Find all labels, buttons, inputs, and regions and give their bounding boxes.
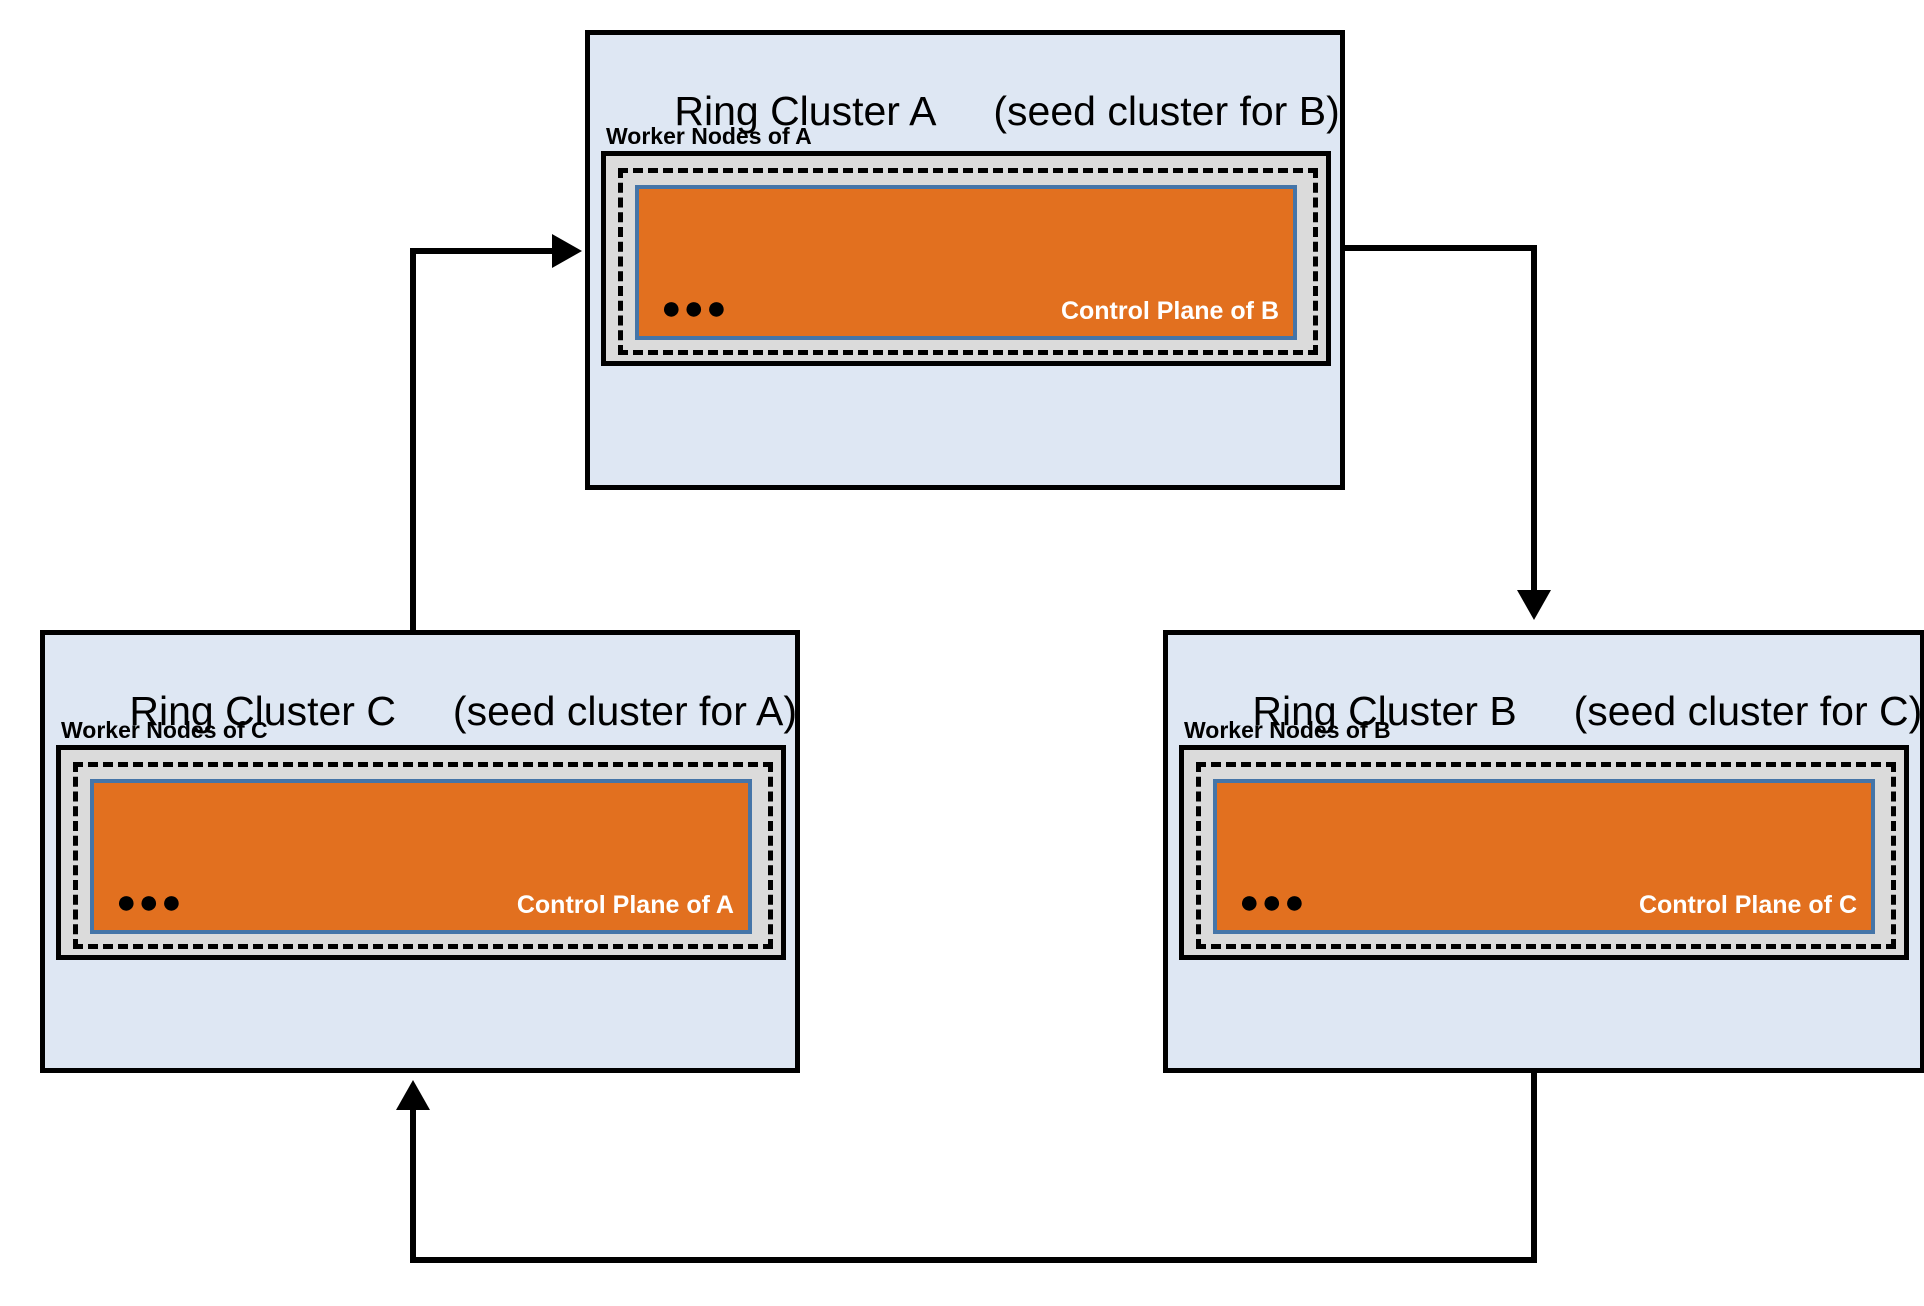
connector-b-to-c-vertical-right [1531,1073,1537,1263]
worker-node-boundary-b: ●●● Control Plane of C [1196,762,1896,949]
cluster-b-worker-label: Worker Nodes of B [1184,717,1391,743]
ring-cluster-c[interactable]: Ring Cluster C (seed cluster for A) Work… [40,630,800,1073]
connector-c-to-a-horizontal [410,248,555,254]
worker-node-group-b[interactable]: ●●● Control Plane of C [1179,745,1909,960]
worker-node-boundary-a: ●●● Control Plane of B [618,168,1318,355]
cluster-b-name: Ring Cluster B [1252,688,1517,735]
control-plane-c-label: Control Plane of C [1638,891,1857,919]
connector-b-to-c-vertical-left [410,1110,416,1263]
cluster-a-title: Ring Cluster A (seed cluster for B) [606,41,1340,182]
ring-cluster-a[interactable]: Ring Cluster A (seed cluster for B) Work… [585,30,1345,490]
cluster-a-title-gap [936,88,993,134]
cluster-b-title: Ring Cluster B (seed cluster for C) [1184,641,1922,782]
arrowhead-into-cluster-c [396,1080,430,1110]
ring-cluster-b[interactable]: Ring Cluster B (seed cluster for C) Work… [1163,630,1924,1073]
worker-node-group-a[interactable]: ●●● Control Plane of B [601,151,1331,366]
cluster-a-name: Ring Cluster A [674,88,937,135]
worker-node-boundary-c: ●●● Control Plane of A [73,762,773,949]
cluster-c-title-gap [396,688,453,734]
cluster-c-name: Ring Cluster C [129,688,396,735]
connector-a-to-b-vertical [1531,245,1537,590]
control-plane-pod-c[interactable]: ●●● Control Plane of C [1213,779,1875,934]
control-plane-b-label: Control Plane of B [1060,297,1279,325]
cluster-c-worker-label: Worker Nodes of C [61,717,268,743]
connector-a-to-b-horizontal [1345,245,1537,251]
control-plane-pod-b[interactable]: ●●● Control Plane of B [635,185,1297,340]
cluster-b-seed-note: (seed cluster for C) [1573,688,1923,735]
cluster-a-seed-note: (seed cluster for B) [993,88,1340,135]
cluster-a-worker-label: Worker Nodes of A [606,123,812,149]
arrowhead-into-cluster-b [1517,590,1551,620]
arrowhead-into-cluster-a [552,234,582,268]
cluster-c-title: Ring Cluster C (seed cluster for A) [61,641,797,782]
ellipsis-icon: ●●● [116,882,184,921]
cluster-c-seed-note: (seed cluster for A) [452,688,797,735]
ellipsis-icon: ●●● [661,288,729,327]
control-plane-a-label: Control Plane of A [516,891,734,919]
ellipsis-icon: ●●● [1239,882,1307,921]
connector-c-to-a-vertical [410,248,416,633]
control-plane-pod-a[interactable]: ●●● Control Plane of A [90,779,752,934]
worker-node-group-c[interactable]: ●●● Control Plane of A [56,745,786,960]
connector-b-to-c-horizontal-bottom [410,1257,1537,1263]
cluster-b-title-gap [1517,688,1574,734]
